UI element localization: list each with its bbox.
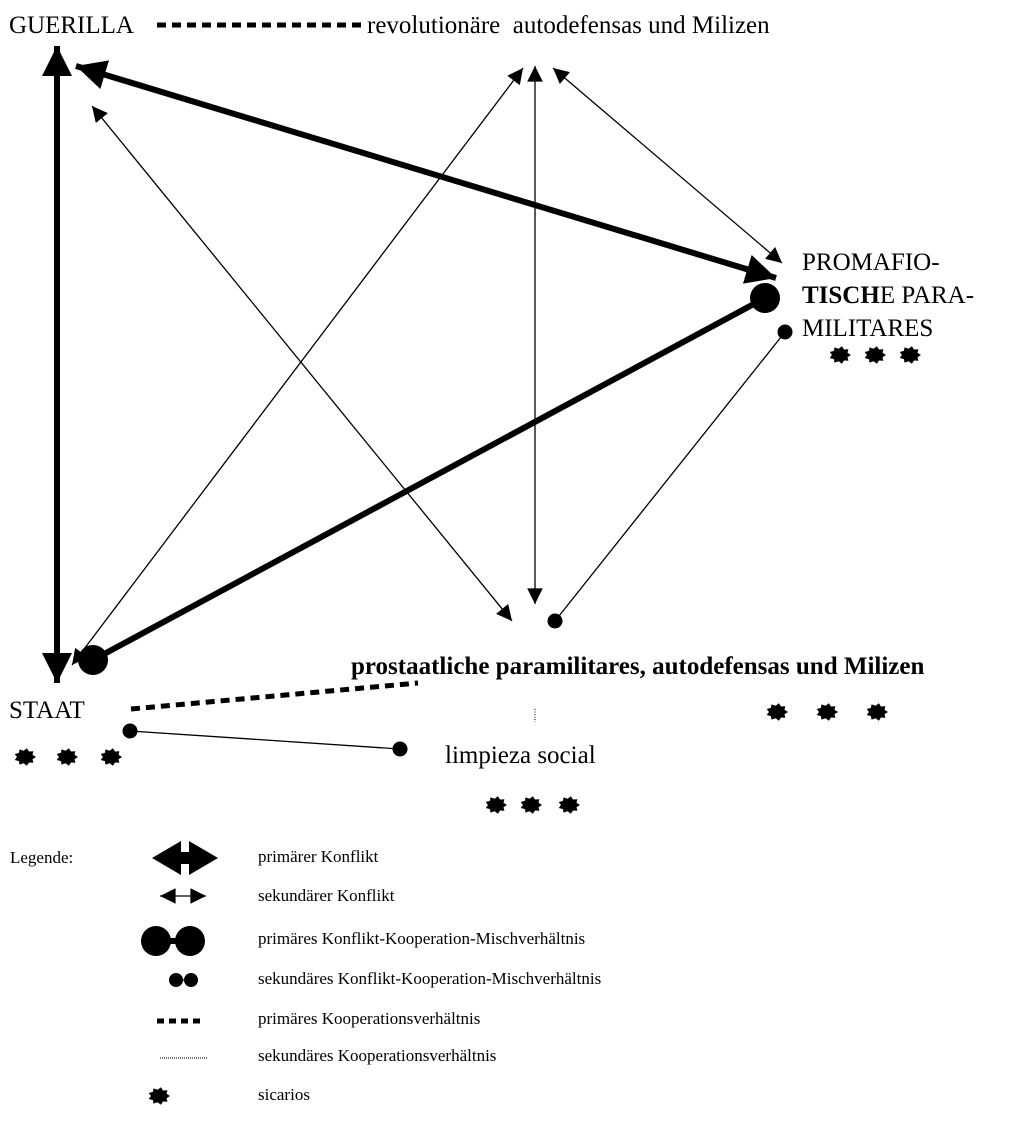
sicarios-mark-promafia-2 <box>864 346 886 364</box>
legend-label-primary-cooperation: primäres Kooperationsverhältnis <box>258 1009 481 1028</box>
node-state: STAAT <box>9 697 85 724</box>
sicarios-mark-social_cleansing-1 <box>485 796 507 814</box>
node-promafia-line1: PROMAFIO- <box>802 249 940 276</box>
legend-label-primary-conflict: primärer Konflikt <box>258 847 379 866</box>
secondary-conflict-guerilla-prostate <box>91 105 513 622</box>
primary-mixed-dot-promafia <box>750 283 780 313</box>
secondary-conflict-revolutionary-state <box>71 67 524 666</box>
sicarios-mark-state-3 <box>100 748 122 766</box>
sicarios-mark-social_cleansing-3 <box>558 796 580 814</box>
legend-primary-mixed-dot-right <box>175 926 205 956</box>
node-promafia-bold-part: TISCH <box>802 282 880 309</box>
legend-sicarios-symbol <box>148 1087 170 1105</box>
node-promafia-rest-part: E PARA- <box>879 282 975 309</box>
node-guerilla: GUERILLA <box>9 12 134 39</box>
node-prostate-militias: prostaatliche paramilitares, autodefensa… <box>351 653 925 680</box>
legend-secondary-mixed-dot-left <box>169 973 183 987</box>
legend-label-sicarios: sicarios <box>258 1085 310 1104</box>
sicarios-mark-promafia-3 <box>899 346 921 364</box>
sicarios-mark-prostate_militias-3 <box>866 703 888 721</box>
sicarios-mark-prostate_militias-1 <box>766 703 788 721</box>
legend-label-secondary-conflict: sekundärer Konflikt <box>258 886 395 905</box>
secondary-mixed-dot-state <box>122 723 138 739</box>
secondary-mixed-dot-social <box>392 741 408 757</box>
primary-mixed-state-promafia <box>91 295 767 663</box>
sicarios-mark-promafia-1 <box>829 346 851 364</box>
node-promafia-line2: TISCHE PARA- <box>802 283 974 308</box>
legend-symbols <box>141 841 218 1059</box>
node-promafia-line3: MILITARES <box>802 315 934 342</box>
sicarios-layer <box>14 346 921 1105</box>
primary-mixed-dot-state <box>78 645 108 675</box>
legend-primary-mixed-dot-left <box>141 926 171 956</box>
legend-primary-conflict-symbol <box>152 841 218 875</box>
legend-title: Legende: <box>10 848 74 867</box>
legend-label-secondary-mixed: sekundäres Konflikt-Kooperation-Mischver… <box>258 969 602 988</box>
sicarios-mark-prostate_militias-2 <box>816 703 838 721</box>
sicarios-mark-state-2 <box>56 748 78 766</box>
sicarios-mark-state-1 <box>14 748 36 766</box>
secondary-mixed-state-social <box>129 730 401 750</box>
sicarios-mark-social_cleansing-2 <box>520 796 542 814</box>
node-revolutionary-militias: revolutionäre autodefensas und Milizen <box>367 12 770 39</box>
secondary-conflict-revolutionary-promafia <box>552 67 783 264</box>
primary-conflict-guerilla-promafia <box>75 60 777 284</box>
secondary-mixed-dot-promafia <box>777 324 793 340</box>
legend-label-primary-mixed: primäres Konflikt-Kooperation-Mischverhä… <box>258 929 586 948</box>
secondary-mixed-promafia-prostate <box>554 331 786 622</box>
secondary-mixed-dot-prostate <box>547 613 563 629</box>
legend-secondary-mixed-dot-right <box>184 973 198 987</box>
legend-label-secondary-cooperation: sekundäres Kooperationsverhältnis <box>258 1046 497 1065</box>
node-social-cleansing: limpieza social <box>445 742 596 769</box>
primary-cooperation-state-prostate <box>130 680 419 712</box>
